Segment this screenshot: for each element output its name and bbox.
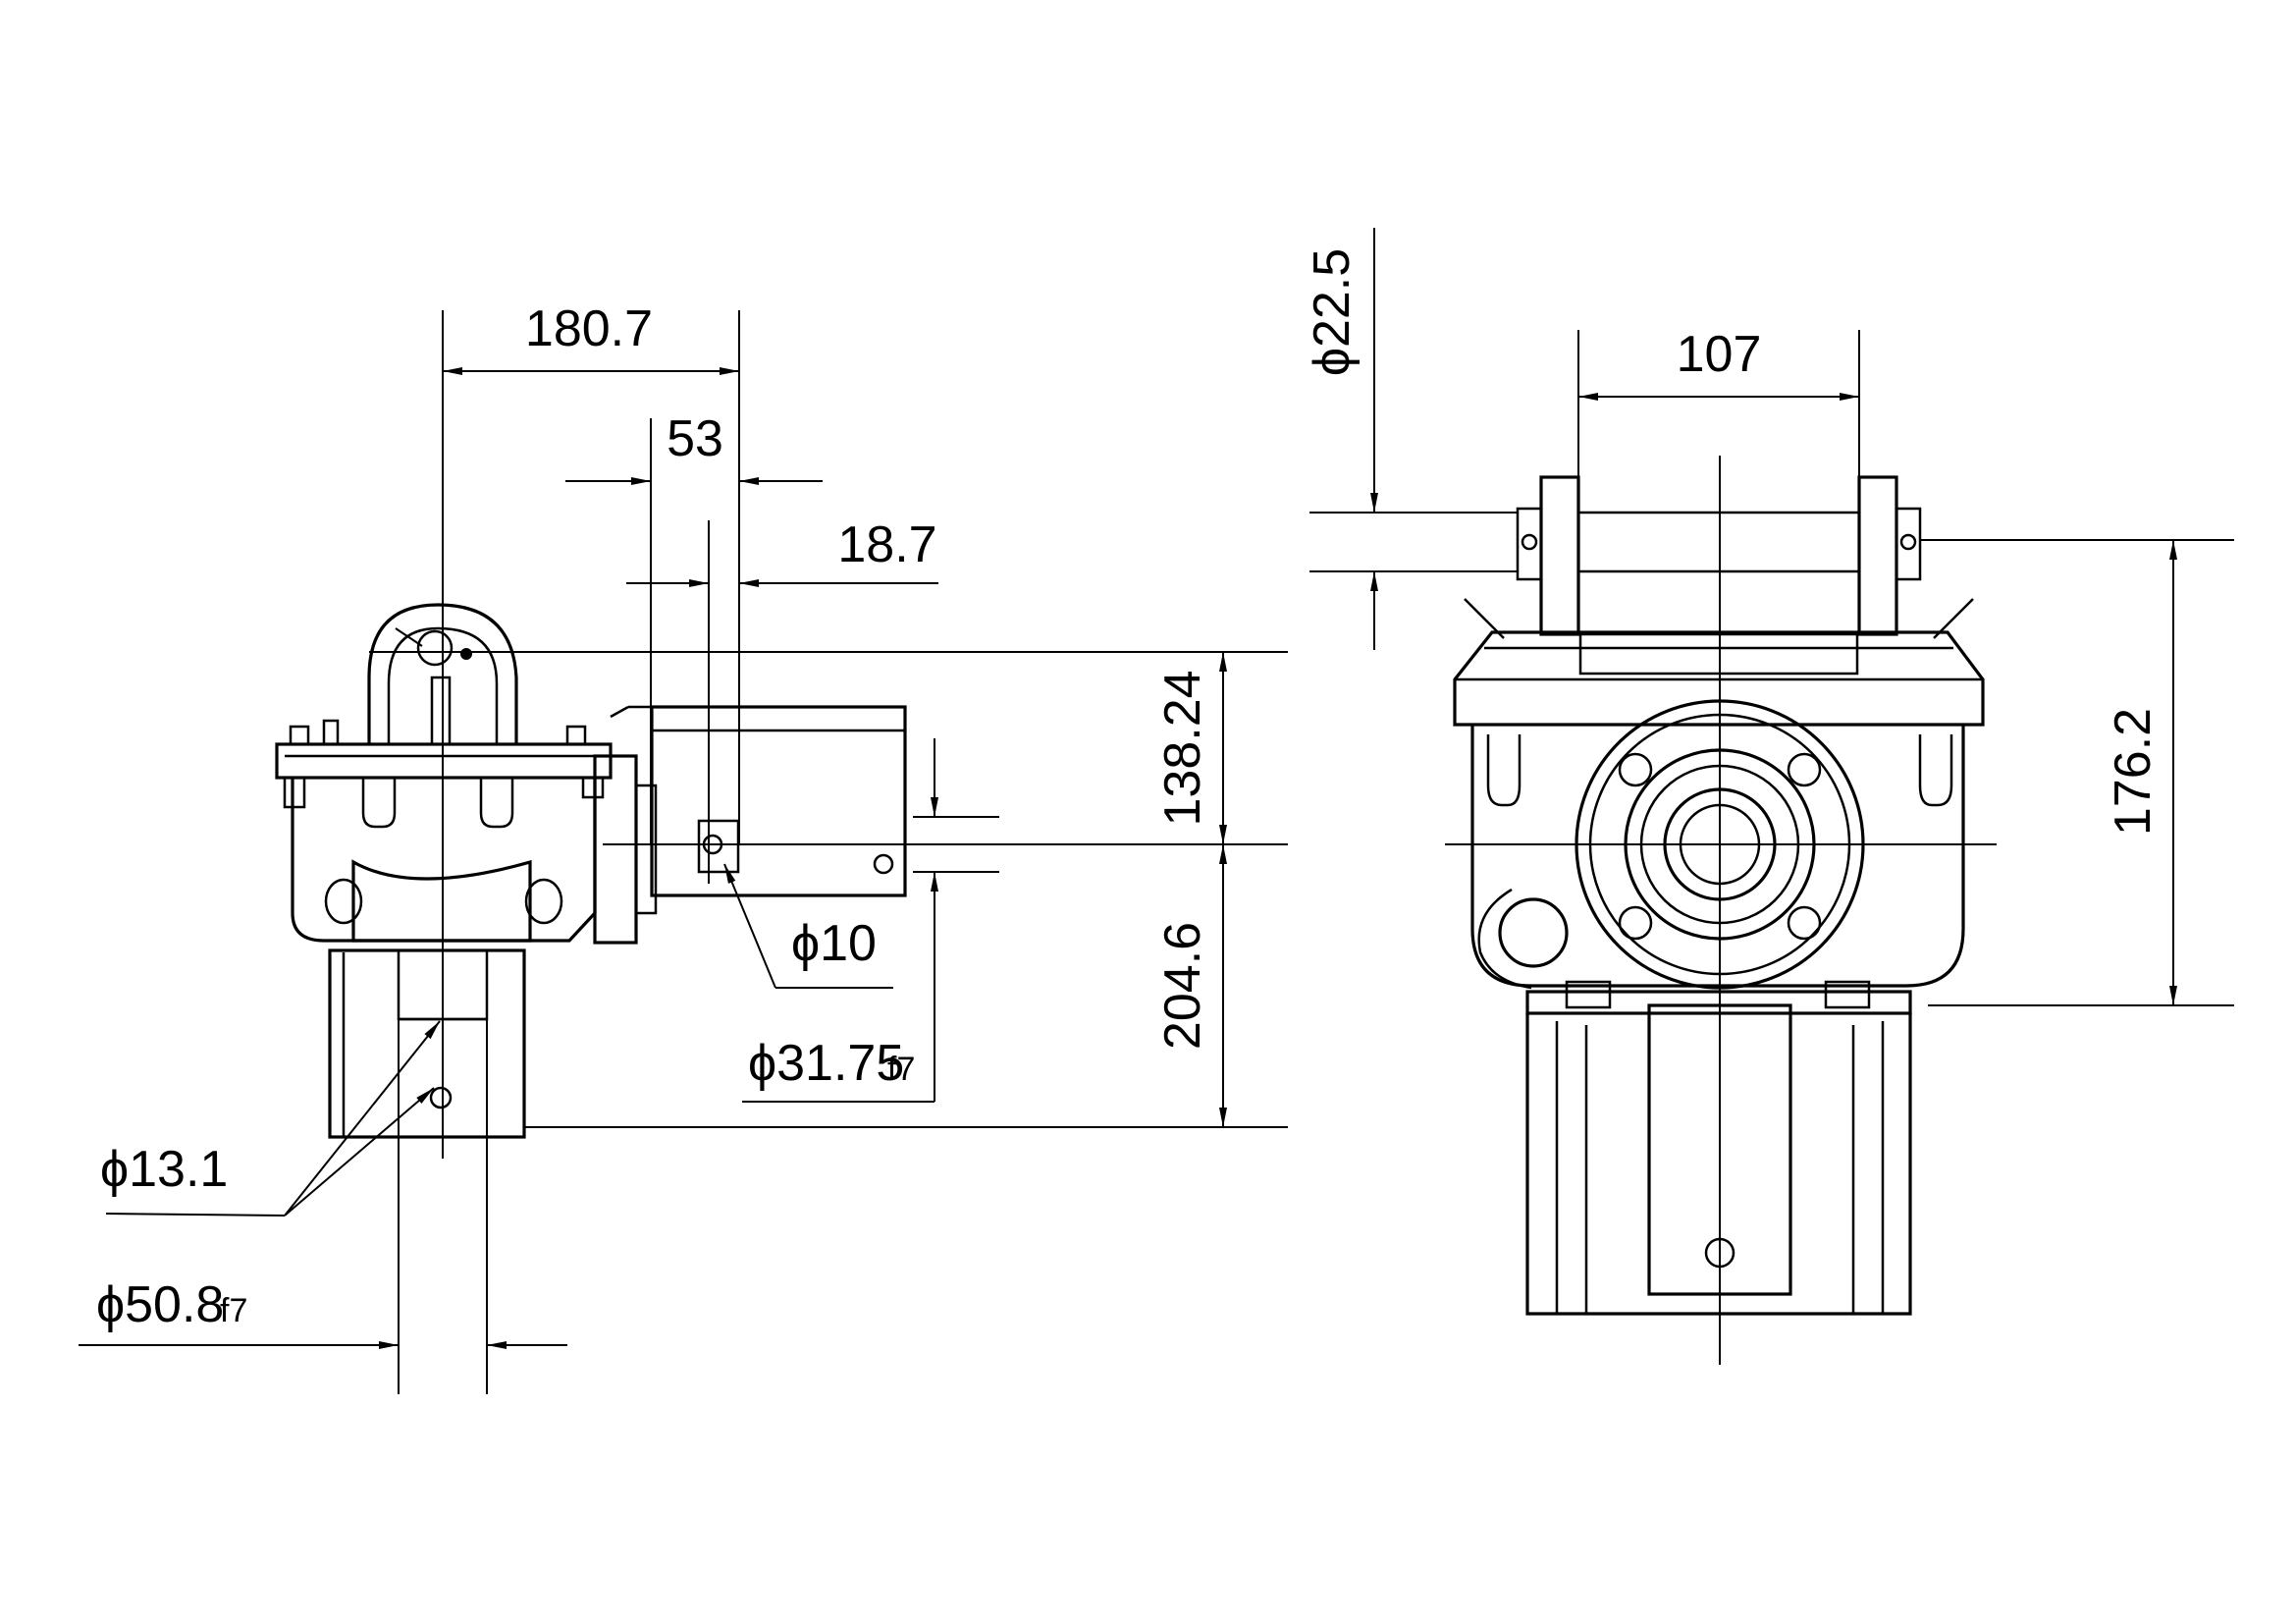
- dim-176-2: 176.2: [2105, 708, 2162, 836]
- dim-204-6: 204.6: [1154, 922, 1211, 1050]
- dia-50-8: ϕ50.8: [96, 1276, 224, 1333]
- fit-31-75: f7: [887, 1051, 915, 1088]
- dim-107: 107: [1677, 326, 1762, 383]
- dia-22-5: ϕ22.5: [1304, 248, 1361, 376]
- dia-10: ϕ10: [791, 915, 877, 972]
- dia-31-75: ϕ31.75: [748, 1035, 904, 1092]
- front-view: ϕ22.5 107 176.2: [1304, 228, 2234, 1365]
- dia-13-1: ϕ13.1: [100, 1141, 228, 1198]
- fit-50-8: f7: [220, 1292, 247, 1329]
- side-view: 180.7 53 18.7 138.24 204.6 ϕ31.75 f7 ϕ10: [79, 300, 1288, 1394]
- dim-18-7: 18.7: [837, 516, 936, 573]
- dim-180-7: 180.7: [525, 300, 653, 357]
- dim-138-24: 138.24: [1154, 670, 1211, 826]
- dim-53: 53: [667, 410, 723, 467]
